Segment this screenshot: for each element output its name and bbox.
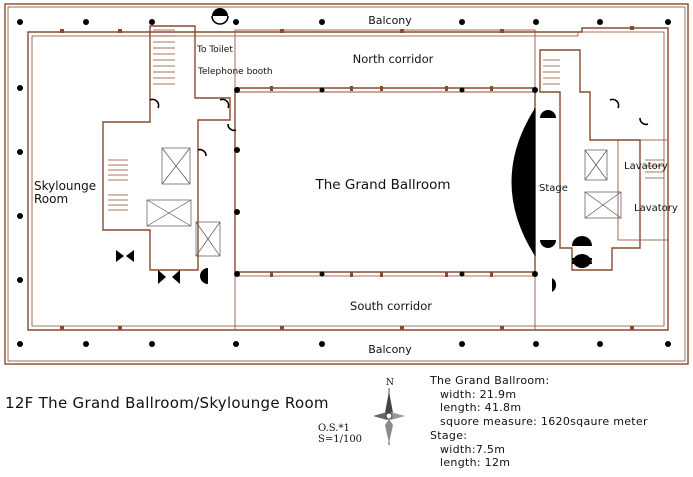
lavatory-block (617, 139, 669, 241)
stage-heading: Stage: (430, 428, 468, 442)
balcony-north-label: Balcony (368, 14, 412, 27)
scale-line-1: O.S.*1 (318, 423, 350, 434)
stairs-west-mid (108, 159, 128, 181)
compass-north-letter: N (386, 378, 394, 388)
skylounge-label-line2: Room (34, 192, 68, 206)
elevator-shaft-3 (195, 221, 221, 257)
inner-envelope-inner (31, 31, 665, 327)
elevator-shaft-2 (146, 199, 192, 227)
east-service-core (539, 49, 641, 271)
ballroom-length: length: 41.8m (440, 401, 522, 415)
to-toilet-label: To Toilet (196, 45, 233, 55)
ballroom-width: width: 21.9m (440, 387, 517, 401)
stairs-west-top (153, 29, 175, 85)
stairs-east-lav (645, 159, 664, 179)
ballroom-area: squore measure: 1620sqaure meter (440, 415, 648, 429)
plan-title: 12F The Grand Ballroom/Skylounge Room (5, 394, 329, 412)
stage-curve (511, 108, 535, 256)
balcony-south-label: Balcony (368, 343, 412, 356)
south-corridor-label: South corridor (350, 299, 432, 313)
ballroom-heading: The Grand Ballroom: (430, 374, 550, 387)
scale-line-2: S=1/100 (318, 434, 363, 445)
outer-wall (4, 3, 689, 365)
stairs-west-low (108, 194, 128, 211)
west-service-core (102, 25, 231, 271)
elevator-shaft-1 (161, 147, 191, 185)
compass-rose-icon: N (373, 378, 405, 445)
elevator-shaft-5 (584, 191, 622, 219)
lavatory-label-1: Lavatory (624, 161, 668, 172)
telephone-booth-label: Telephone booth (197, 67, 273, 77)
skylounge-label-line1: Skylounge (34, 179, 96, 193)
lavatory-label-2: Lavatory (634, 203, 678, 214)
stage-label: Stage (539, 183, 568, 194)
specs-block: The Grand Ballroom: width: 21.9m length:… (430, 374, 648, 470)
north-corridor-label: North corridor (353, 52, 434, 66)
floor-plan: Balcony Balcony North corridor South cor… (4, 3, 689, 365)
columns (17, 19, 671, 347)
wall-markers (60, 26, 634, 330)
outer-wall-inner (7, 6, 686, 362)
elevator-shaft-4 (584, 149, 608, 181)
stage-width: width:7.5m (440, 442, 506, 456)
ballroom-label: The Grand Ballroom (314, 177, 450, 193)
stairs-east-top (543, 59, 560, 85)
stage-length: length: 12m (440, 456, 511, 470)
door-symbols (116, 8, 649, 292)
